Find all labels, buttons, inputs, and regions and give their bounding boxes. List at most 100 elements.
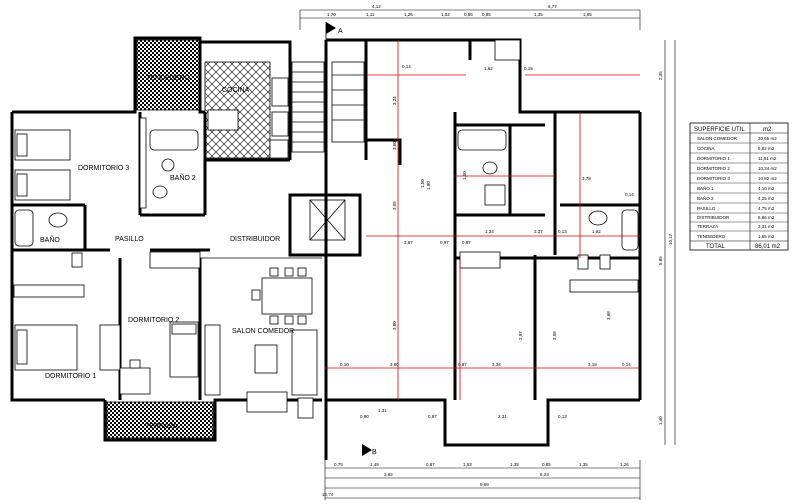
dim-int-21: 1,34 [485, 229, 494, 234]
table-row-value: 10,34 m2 [758, 166, 777, 171]
table-row: DORMITORIO 1 11,51 m2 [690, 156, 788, 164]
left-furniture [13, 77, 318, 419]
dim-int-18: 1,50 [462, 171, 467, 180]
dim-top-2: 1,11 [366, 12, 375, 17]
table-row: BAÑO 2 4,25 m2 [690, 195, 788, 204]
table-row-name: DORMITORIO 1 [697, 156, 730, 161]
right-furniture [457, 39, 639, 293]
table-unit: m2 [763, 127, 772, 133]
table-row-name: TENDEDERO [697, 234, 726, 239]
table-row-value: 6,86 m2 [758, 215, 775, 220]
dim-bottom-3: 0,87 [426, 462, 435, 467]
dim-right-3: 5,85 [658, 256, 663, 265]
table-row-value: 4,10 m2 [758, 186, 775, 191]
dim-bottom-total-1: 3,82 [384, 472, 393, 477]
dim-bottom-6: 0,85 [542, 462, 551, 467]
table-row: PASILLO 4,75 m2 [690, 206, 788, 214]
room-label-dormitorio1: DORMITORIO 1 [45, 373, 96, 380]
dim-bottom-1: 0,75 [334, 462, 343, 467]
area-table: SUPERFICIE UTIL m2 SALON COMEDOR 20,65 m… [689, 122, 789, 251]
dim-bottom-total-2: 6,23 [540, 472, 549, 477]
section-mark-a: A [325, 22, 343, 40]
dim-int-19: 1,50 [420, 179, 425, 188]
dim-int-3: 3,05 [392, 201, 397, 210]
table-row-name: BAÑO 1 [697, 185, 714, 191]
table-row-name: PASILLO [697, 206, 716, 211]
stair-core [288, 38, 472, 460]
table-row: BAÑO 1 4,10 m2 [690, 185, 788, 194]
dim-int-11: 0,14 [622, 362, 631, 367]
dim-top-7: 1,35 [534, 12, 543, 17]
table-row: TENDEDERO 1,65 m2 [697, 234, 775, 239]
section-a-label: A [338, 28, 343, 35]
table-row-value: 1,65 m2 [758, 234, 775, 239]
dim-int-33: 0,14 [625, 192, 634, 197]
dim-int-17: 3,68 [606, 311, 611, 320]
dims-right: 2,35 10,17 5,85 1,40 [658, 71, 673, 425]
room-label-pasillo: PASILLO [115, 236, 144, 243]
dim-top-3: 1,26 [404, 12, 413, 17]
dim-int-14: 0,97 [440, 240, 449, 245]
dim-top-total-2: 6,77 [548, 4, 557, 9]
table-row-name: TERRAZA [697, 224, 718, 229]
table-row: DORMITORIO 3 10,82 m2 [690, 176, 788, 184]
table-row-value: 8,82 m2 [758, 146, 775, 151]
table-row-value: 11,51 m2 [758, 156, 777, 161]
table-row: TERRAZA 2,31 m2 [690, 224, 788, 232]
room-label-terraza: TERRAZA [145, 423, 178, 430]
dim-int-2: 3,24 [392, 96, 397, 105]
dim-int-25: 2,97 [518, 331, 523, 340]
dim-int-27: 0,97 [428, 414, 437, 419]
dim-bottom-8: 1,26 [620, 462, 629, 467]
room-label-distribuidor: DISTRIBUIDOR [230, 236, 280, 243]
section-b-label: B [372, 449, 377, 456]
room-label-cocina: COCINA [222, 87, 250, 94]
dim-int-28: 2,31 [498, 414, 507, 419]
dim-int-13: 1,80 [426, 181, 431, 190]
table-row-name: COCINA [697, 146, 715, 151]
dim-int-1: 0,14 [402, 64, 411, 69]
dim-int-4: 3,80 [392, 321, 397, 330]
table-row-name: DORMITORIO 2 [697, 166, 730, 171]
room-label-salon: SALON COMEDOR [232, 328, 294, 335]
dim-int-30: 3,58 [552, 331, 557, 340]
dims-bottom: 0,75 1,49 0,87 1,53 1,35 0,85 1,35 1,26 … [322, 462, 629, 497]
table-row-value: 20,65 m2 [758, 136, 777, 141]
dim-int-15: 3,78 [582, 176, 591, 181]
right-apartment-walls [326, 38, 642, 447]
dim-bottom-2: 1,49 [370, 462, 379, 467]
dim-int-16: 0,15 [524, 66, 533, 71]
table-row: DISTRIBUIDOR 6,86 m2 [690, 215, 788, 223]
dim-top-5: 0,85 [464, 12, 473, 17]
dim-int-6: 0,10 [340, 362, 349, 367]
dim-int-12: 1,62 [484, 66, 493, 71]
dim-right-1: 2,35 [658, 71, 663, 80]
table-row: DORMITORIO 2 10,34 m2 [690, 166, 788, 174]
dim-int-23: 0,13 [558, 229, 567, 234]
dim-right-4: 1,40 [658, 416, 663, 425]
dim-int-9: 3,34 [492, 362, 501, 367]
dim-int-31: 3,50 [392, 141, 397, 150]
dim-top-total-1: 4,12 [372, 4, 381, 9]
dim-top-6: 0,85 [482, 12, 491, 17]
room-label-tendedero: TENDEDERO [146, 75, 191, 82]
table-row-name: DORMITORIO 3 [697, 176, 730, 181]
room-label-bano2: BAÑO 2 [170, 173, 196, 182]
table-total-value: 86,01 m2 [755, 244, 781, 250]
dims-interior: 0,14 3,24 3,05 3,80 3,67 0,10 3,80 0,87 … [340, 64, 634, 419]
table-row-value: 4,25 m2 [758, 196, 775, 201]
dim-bottom-4: 1,53 [463, 462, 472, 467]
dim-right-2: 10,17 [668, 233, 673, 245]
table-row-name: BAÑO 2 [697, 195, 714, 201]
table-title: SUPERFICIE UTIL [694, 127, 745, 133]
dim-bottom-left: 10,74 [322, 492, 334, 497]
dim-bottom-7: 1,35 [579, 462, 588, 467]
dim-top-1: 1,70 [327, 12, 336, 17]
dim-int-5: 3,67 [404, 240, 413, 245]
dim-int-22: 3,37 [534, 229, 543, 234]
dims-top: 1,70 1,11 1,26 1,02 0,85 0,85 1,35 1,65 … [327, 4, 592, 17]
dim-int-29: 0,13 [558, 414, 567, 419]
red-guides [325, 40, 640, 400]
dim-int-24: 1,92 [592, 229, 601, 234]
